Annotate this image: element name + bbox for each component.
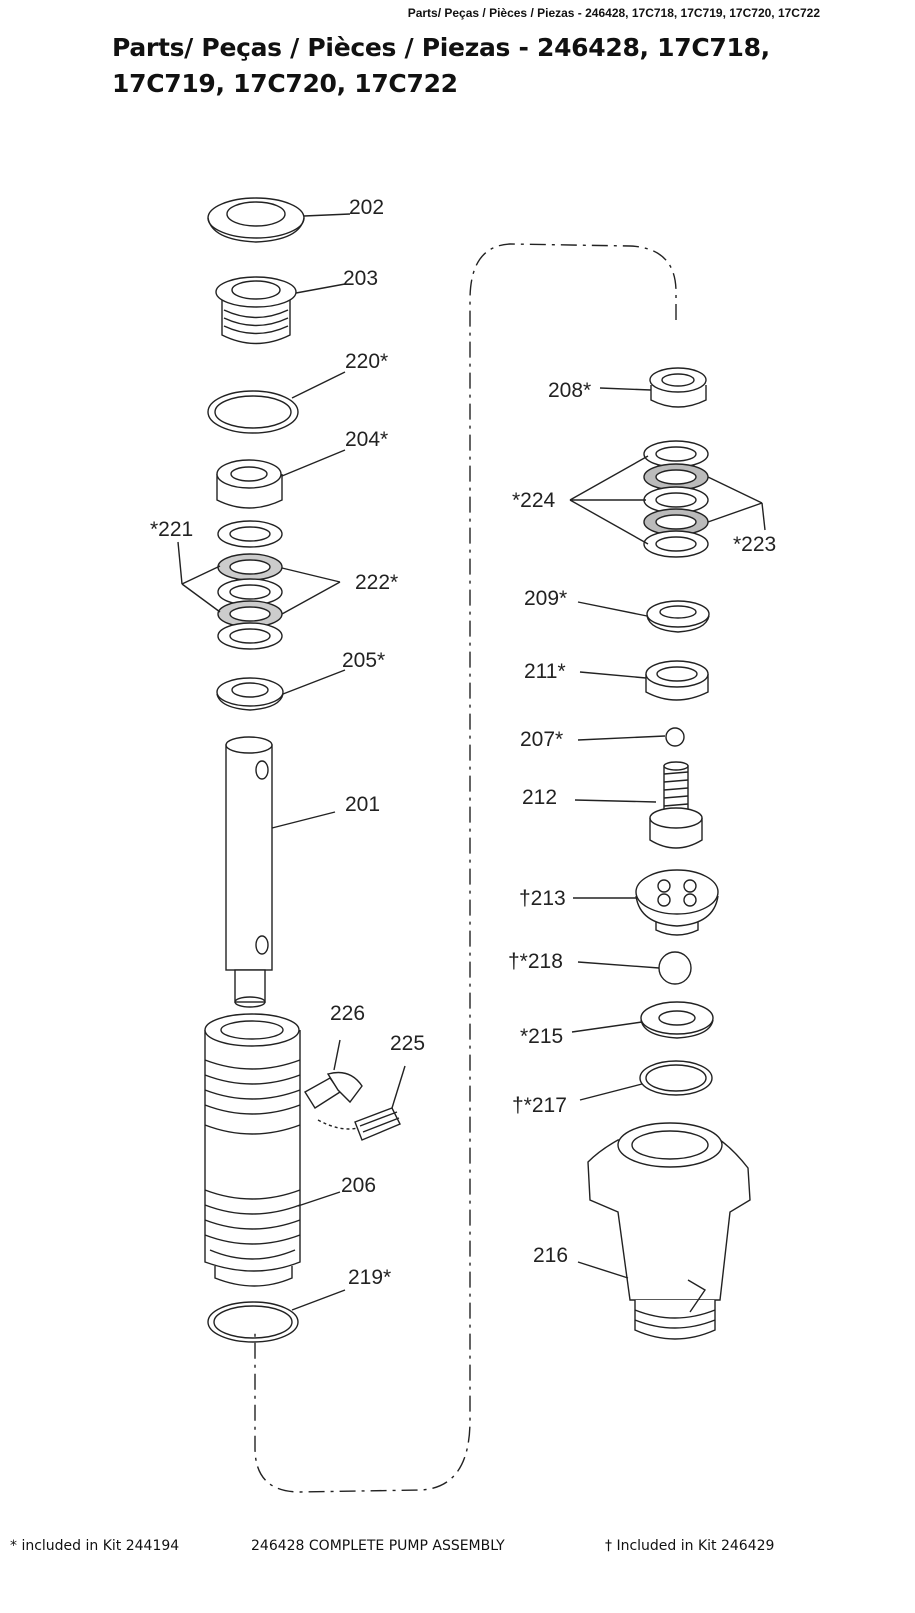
callout-223: *223 — [733, 533, 776, 556]
page-title-line2: 17C719, 17C720, 17C722 — [112, 69, 458, 98]
part-216-housing-icon — [577, 1122, 751, 1340]
part-202-icon — [207, 197, 351, 243]
callout-206: 206 — [341, 1174, 376, 1197]
footer-kit-note-right: † Included in Kit 246429 — [605, 1538, 775, 1554]
part-219-icon — [207, 1289, 346, 1343]
part-217-icon — [579, 1060, 713, 1101]
part-212-icon — [574, 761, 703, 849]
part-205-icon — [216, 669, 346, 711]
part-218-ball-icon — [577, 951, 692, 985]
part-204-icon — [216, 449, 346, 509]
footer-kit-note-left: * included in Kit 244194 — [10, 1538, 180, 1554]
part-208-icon — [599, 367, 707, 408]
callout-212: 212 — [522, 786, 557, 809]
part-225-fitting-icon — [317, 1065, 406, 1141]
callout-209: 209* — [524, 587, 567, 610]
part-206-cylinder-icon — [204, 1013, 341, 1287]
callout-220: 220* — [345, 350, 388, 373]
callout-205: 205* — [342, 649, 385, 672]
page-title-line1: Parts/ Peças / Pièces / Piezas - 246428,… — [112, 33, 770, 62]
callout-204: 204* — [345, 428, 388, 451]
callout-221: *221 — [150, 518, 193, 541]
footer-assembly-note: 246428 COMPLETE PUMP ASSEMBLY — [251, 1538, 505, 1554]
part-211-icon — [579, 660, 709, 701]
part-221-222-packing-stack-icon — [177, 520, 341, 650]
part-213-icon — [573, 869, 719, 936]
callout-213: †213 — [519, 887, 566, 910]
part-226-elbow-icon — [304, 1039, 363, 1109]
callout-216: 216 — [533, 1244, 568, 1267]
page-title: Parts/ Peças / Pièces / Piezas - 246428,… — [112, 30, 872, 102]
callout-207: 207* — [520, 728, 563, 751]
callout-222: 222* — [355, 571, 398, 594]
callout-203: 203 — [343, 267, 378, 290]
part-215-icon — [571, 1001, 714, 1039]
part-207-ball-icon — [577, 727, 685, 747]
callout-211: 211* — [524, 660, 566, 683]
part-223-224-packing-stack-icon — [569, 440, 766, 558]
callout-217: †*217 — [512, 1094, 567, 1117]
part-201-rod-icon — [225, 736, 336, 1008]
callout-202: 202 — [349, 196, 384, 219]
assembly-path-line — [254, 243, 677, 1493]
callout-219: 219* — [348, 1266, 391, 1289]
part-209-icon — [577, 600, 710, 633]
part-220-icon — [207, 371, 346, 434]
callout-208: 208* — [548, 379, 591, 402]
callout-201: 201 — [345, 793, 380, 816]
callout-215: *215 — [520, 1025, 563, 1048]
page-header: Parts/ Peças / Pièces / Piezas - 246428,… — [407, 6, 820, 20]
callout-224: *224 — [512, 489, 556, 512]
callout-218: †*218 — [508, 950, 563, 973]
callout-225: 225 — [390, 1032, 425, 1055]
part-203-icon — [215, 276, 346, 345]
callout-226: 226 — [330, 1002, 365, 1025]
